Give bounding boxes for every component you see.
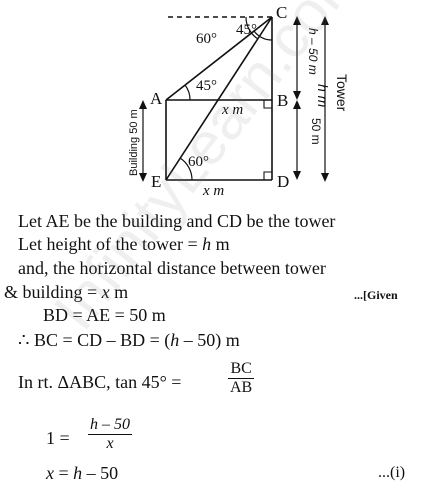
angle-arc-at-e (179, 157, 193, 181)
point-label-e: E (151, 172, 161, 191)
text-line-9-var2: h (73, 463, 83, 483)
given-reference: ...[Given (354, 288, 398, 302)
fraction-bc-ab-denominator: AB (230, 379, 253, 396)
text-line-9-post: – 50 (82, 463, 119, 483)
text-line-2-var: h (202, 234, 212, 254)
point-label-d: D (277, 172, 289, 191)
text-line-1: Let AE be the building and CD be the tow… (18, 210, 335, 232)
label-bd-height: 50 m (309, 118, 323, 145)
angle-label-top-left: 60° (196, 31, 217, 47)
text-line-6-post: – 50) m (179, 330, 240, 350)
text-line-7: In rt. ΔABC, tan 45° = (18, 371, 181, 393)
text-line-2-pre: Let height of the tower = (18, 234, 203, 254)
fraction-bc-ab-numerator: BC (228, 360, 255, 379)
building-dim-arrow-bottom (139, 173, 147, 182)
equation-reference-i: ...(i) (378, 464, 406, 481)
label-bc-height: h – 50 m (306, 28, 320, 75)
angle-label-top-right: 45° (236, 22, 257, 38)
angle-label-at-e: 60° (188, 154, 209, 170)
fraction-h50-x-denominator: x (106, 435, 114, 452)
text-line-6-pre: ∴ BC = CD – BD = ( (18, 330, 171, 350)
tower-dim-arrow-top (321, 16, 329, 25)
text-line-1-content: Let AE be the building and CD be the tow… (18, 211, 336, 231)
text-line-4: & building = x m (4, 281, 128, 303)
tower-dim-arrow-bottom (321, 173, 329, 182)
bc-dim-arrow-top (293, 16, 301, 25)
angle-label-at-a: 45° (196, 78, 217, 94)
text-line-8-pre: 1 = (46, 428, 70, 448)
right-angle-d (263, 171, 272, 180)
angle-arc-top-left (245, 16, 259, 40)
text-line-2: Let height of the tower = h m (18, 233, 230, 255)
point-label-a: A (150, 89, 163, 108)
text-line-9-var: x (46, 463, 54, 483)
fraction-bc-ab: BC AB (228, 360, 255, 397)
text-line-8: 1 = (46, 427, 70, 449)
text-line-5: BD = AE = 50 m (43, 304, 166, 326)
building-dim-arrow-top (139, 100, 147, 109)
bc-dim-arrow-bottom (293, 91, 301, 100)
tower-building-diagram: C A B E D 60° 45° 45° 60° x m x m Buildi… (128, 3, 350, 199)
angle-arc-at-a (184, 84, 191, 101)
text-line-6: ∴ BC = CD – BD = (h – 50) m (18, 329, 240, 351)
angle-arc-top-right (253, 30, 273, 41)
text-line-4-post: m (109, 282, 129, 302)
label-tower: Tower (334, 74, 350, 112)
point-label-b: B (277, 91, 288, 110)
text-line-4-var: x (101, 282, 110, 302)
text-line-9-mid: = (54, 463, 74, 483)
point-label-c: C (276, 3, 287, 22)
bd-dim-arrow-top (293, 100, 301, 109)
line-ec (165, 16, 273, 181)
text-line-9: x = h – 50 (46, 462, 118, 484)
text-line-7-pre: In rt. ΔABC, tan 45° = (18, 372, 182, 392)
label-xm-bottom: x m (202, 183, 224, 199)
label-tower-h: h m (315, 84, 331, 108)
fraction-h50-x: h – 50 x (88, 416, 132, 453)
text-line-6-var: h (170, 330, 180, 350)
label-xm-mid: x m (221, 102, 243, 118)
text-line-2-post: m (211, 234, 230, 254)
label-building: Building 50 m (128, 109, 140, 176)
text-line-4-pre: & building = (4, 282, 102, 302)
fraction-h50-x-numerator: h – 50 (88, 416, 132, 435)
text-line-3-content: and, the horizontal distance between tow… (18, 258, 326, 278)
right-angle-b (263, 100, 272, 109)
text-line-5-content: BD = AE = 50 m (43, 305, 166, 325)
bd-dim-arrow-bottom (293, 171, 301, 180)
text-line-3: and, the horizontal distance between tow… (18, 257, 326, 279)
